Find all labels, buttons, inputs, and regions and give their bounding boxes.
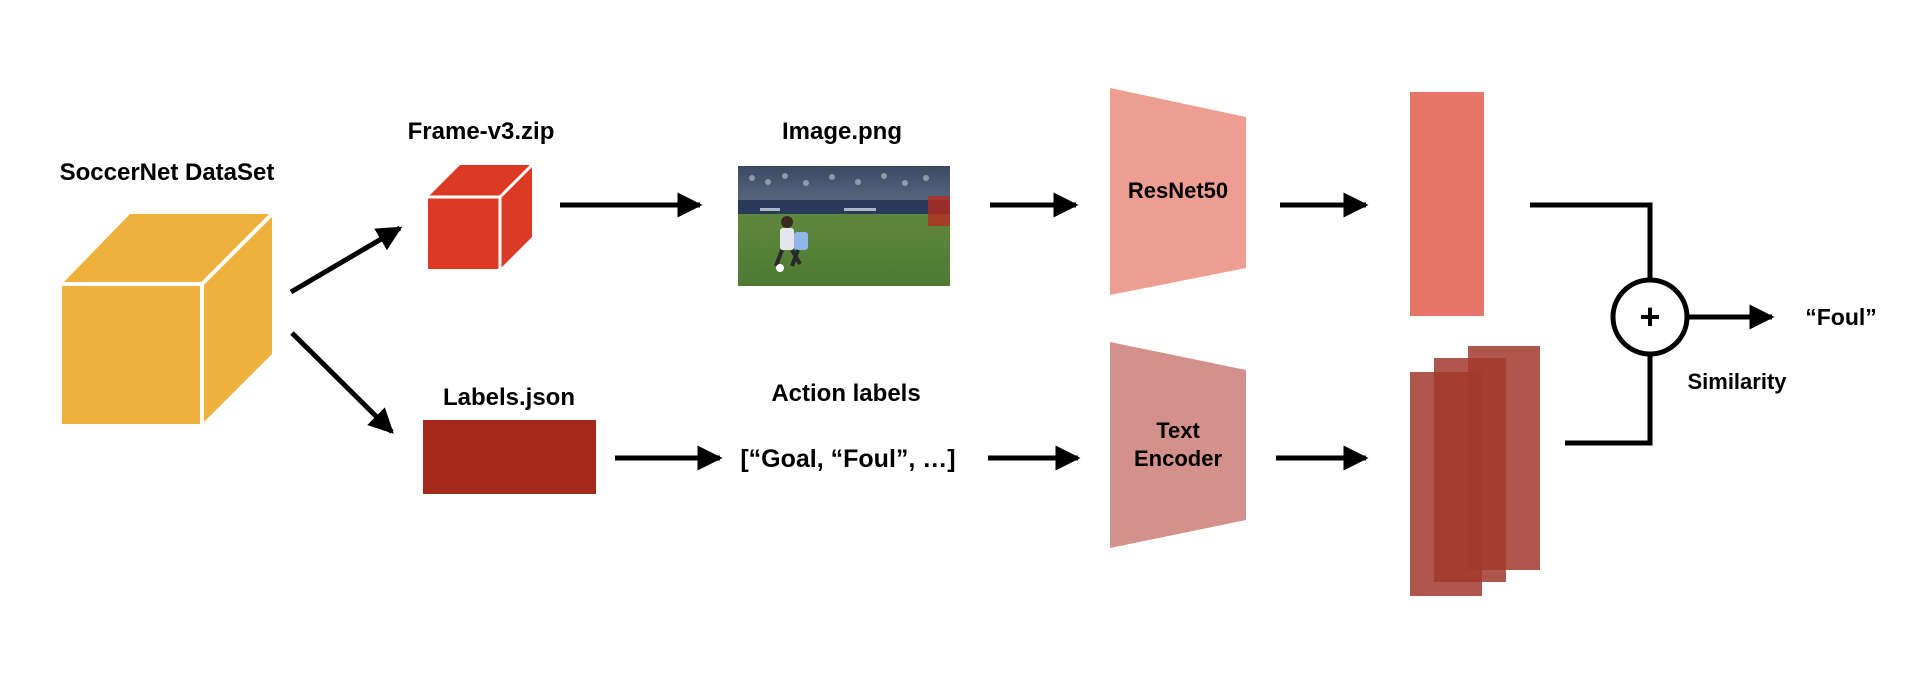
arrow-dataset-to-labels: [290, 331, 394, 434]
image-label: Image.png: [782, 118, 902, 145]
resnet-label: ResNet50: [1128, 178, 1228, 203]
connector-text-to-combine: [1565, 355, 1653, 446]
text-embedding-front: [1410, 372, 1482, 596]
dataset-cube-front: [62, 284, 202, 424]
player-figure: [774, 216, 808, 272]
labels-json-label: Labels.json: [443, 384, 575, 411]
soccer-frame-image: [738, 166, 950, 286]
arrow-dataset-to-frames: [289, 225, 403, 295]
dataset-cube: [62, 212, 274, 424]
output-label: “Foul”: [1805, 304, 1877, 330]
plus-symbol: +: [1639, 296, 1660, 337]
text-encoder-label-line1: Text: [1156, 418, 1200, 443]
frames-zip-label: Frame-v3.zip: [408, 118, 555, 145]
similarity-label: Similarity: [1687, 369, 1787, 394]
connector-image-to-combine: [1530, 202, 1653, 280]
plus-circle-icon: +: [1610, 277, 1690, 357]
image-embedding: [1410, 92, 1484, 316]
text-encoder: [1110, 342, 1246, 548]
labels-json-box: [423, 420, 596, 494]
text-embeddings-stack: [1410, 346, 1540, 596]
frames-cube: [428, 163, 534, 269]
action-labels-list: [“Goal, “Foul”, …]: [740, 445, 955, 473]
dataset-label: SoccerNet DataSet: [60, 159, 275, 186]
text-encoder-label-line2: Encoder: [1134, 446, 1222, 471]
frames-cube-front: [428, 197, 500, 269]
resnet-encoder: [1110, 88, 1246, 295]
action-labels-title: Action labels: [771, 380, 920, 407]
